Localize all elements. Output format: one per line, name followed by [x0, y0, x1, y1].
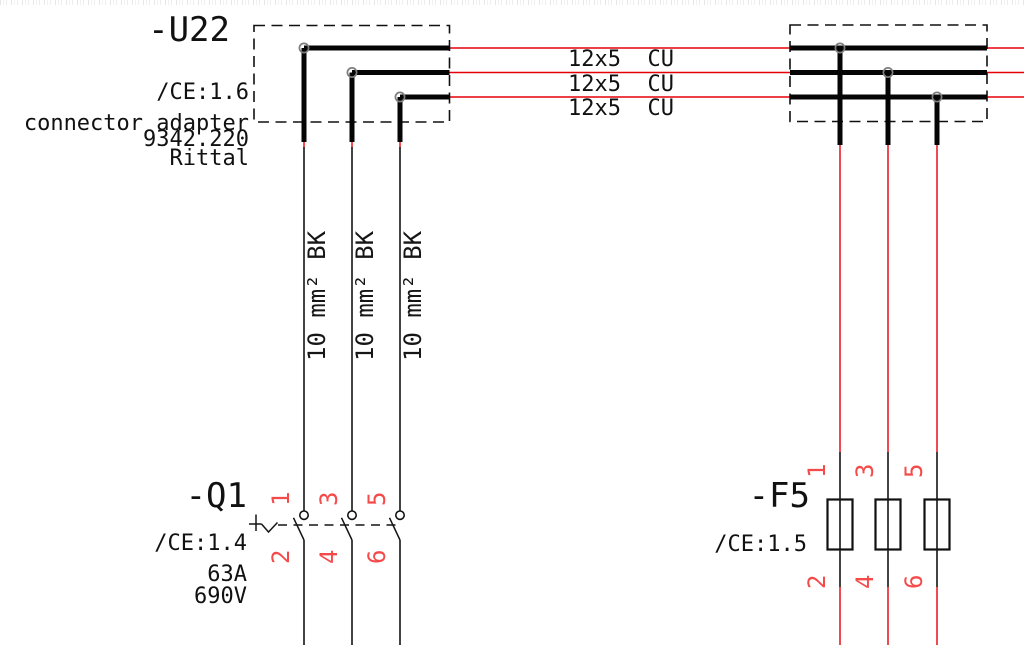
switch-blade-1[interactable] — [292, 517, 305, 541]
q1-terminal-4[interactable]: 4 — [315, 549, 343, 564]
busbar-adapter-u22[interactable] — [253, 24, 451, 143]
f5-terminal-6[interactable]: 6 — [900, 574, 928, 589]
cable-label-3[interactable]: 10 mm² BK — [399, 230, 427, 361]
f5-terminal-3[interactable]: 3 — [851, 463, 879, 478]
f5-terminal-1[interactable]: 1 — [803, 463, 831, 478]
right-busbars[interactable] — [790, 45, 987, 146]
red-connection-lines[interactable] — [303, 47, 1024, 645]
cropped-text-artifact — [0, 0, 1024, 5]
connection-point-icon — [298, 42, 310, 54]
contact-circle-icon — [394, 510, 405, 521]
q1-contacts — [298, 510, 405, 521]
q1-terminal-6[interactable]: 6 — [363, 549, 391, 564]
u22-busbars[interactable] — [301, 45, 450, 143]
connection-point-icon — [346, 67, 358, 78]
f5-cross-reference[interactable]: /CE:1.5 — [714, 532, 807, 557]
cable-label-2[interactable]: 10 mm² BK — [351, 230, 379, 361]
q1-terminal-2[interactable]: 2 — [267, 549, 295, 564]
right-busbar-3[interactable] — [790, 94, 987, 145]
connection-point-icon — [882, 67, 894, 78]
f5-designation[interactable]: -F5 — [748, 476, 810, 516]
busbar-label-3[interactable]: 12x5 CU — [568, 96, 674, 121]
q1-designation[interactable]: -Q1 — [185, 476, 247, 516]
cable-label-1[interactable]: 10 mm² BK — [303, 230, 331, 361]
u22-busbar-1[interactable] — [301, 45, 450, 142]
busbar-label-2[interactable]: 12x5 CU — [568, 71, 674, 97]
q1-voltage-rating[interactable]: 690V — [194, 584, 247, 609]
contact-circle-icon — [298, 510, 309, 521]
f5-fuse-symbols[interactable] — [826, 452, 951, 587]
u22-cross-reference[interactable]: /CE:1.6 — [156, 80, 249, 105]
u22-designation[interactable]: -U22 — [148, 10, 230, 50]
right-connection-points — [834, 42, 943, 103]
f5-terminal-2[interactable]: 2 — [803, 574, 831, 589]
u22-part-number[interactable]: 9342.220 — [143, 127, 249, 152]
busbar-label-1[interactable]: 12x5 CU — [568, 47, 674, 72]
cable-wires[interactable] — [303, 147, 401, 645]
q1-terminal-5[interactable]: 5 — [363, 491, 391, 506]
u22-busbar-3[interactable] — [397, 94, 450, 142]
f5-terminal-5[interactable]: 5 — [900, 463, 928, 478]
q1-blades[interactable] — [292, 517, 401, 541]
switch-blade-2[interactable] — [340, 517, 353, 541]
q1-current-rating[interactable]: 63A — [207, 562, 247, 587]
u22-manufacturer[interactable]: Rittal — [169, 146, 249, 171]
connection-point-icon — [394, 91, 406, 103]
right-busbar-2[interactable] — [790, 70, 987, 146]
switch-blade-3[interactable] — [388, 517, 401, 541]
u22-connection-points — [298, 42, 406, 103]
q1-switch-symbol[interactable] — [249, 510, 405, 541]
u22-description[interactable]: connector adapter — [23, 111, 249, 136]
connection-point-icon — [834, 42, 846, 54]
q1-terminal-3[interactable]: 3 — [315, 491, 343, 506]
connection-point-icon — [931, 91, 943, 103]
u22-busbar-2[interactable] — [349, 70, 450, 143]
f5-fuse-leads — [839, 452, 938, 587]
f5-terminal-4[interactable]: 4 — [851, 574, 879, 589]
contact-circle-icon — [346, 510, 357, 521]
q1-terminal-1[interactable]: 1 — [267, 491, 295, 506]
manual-actuator-icon — [249, 514, 279, 534]
q1-cross-reference[interactable]: /CE:1.4 — [154, 531, 247, 556]
busbar-block-right[interactable] — [789, 24, 988, 146]
